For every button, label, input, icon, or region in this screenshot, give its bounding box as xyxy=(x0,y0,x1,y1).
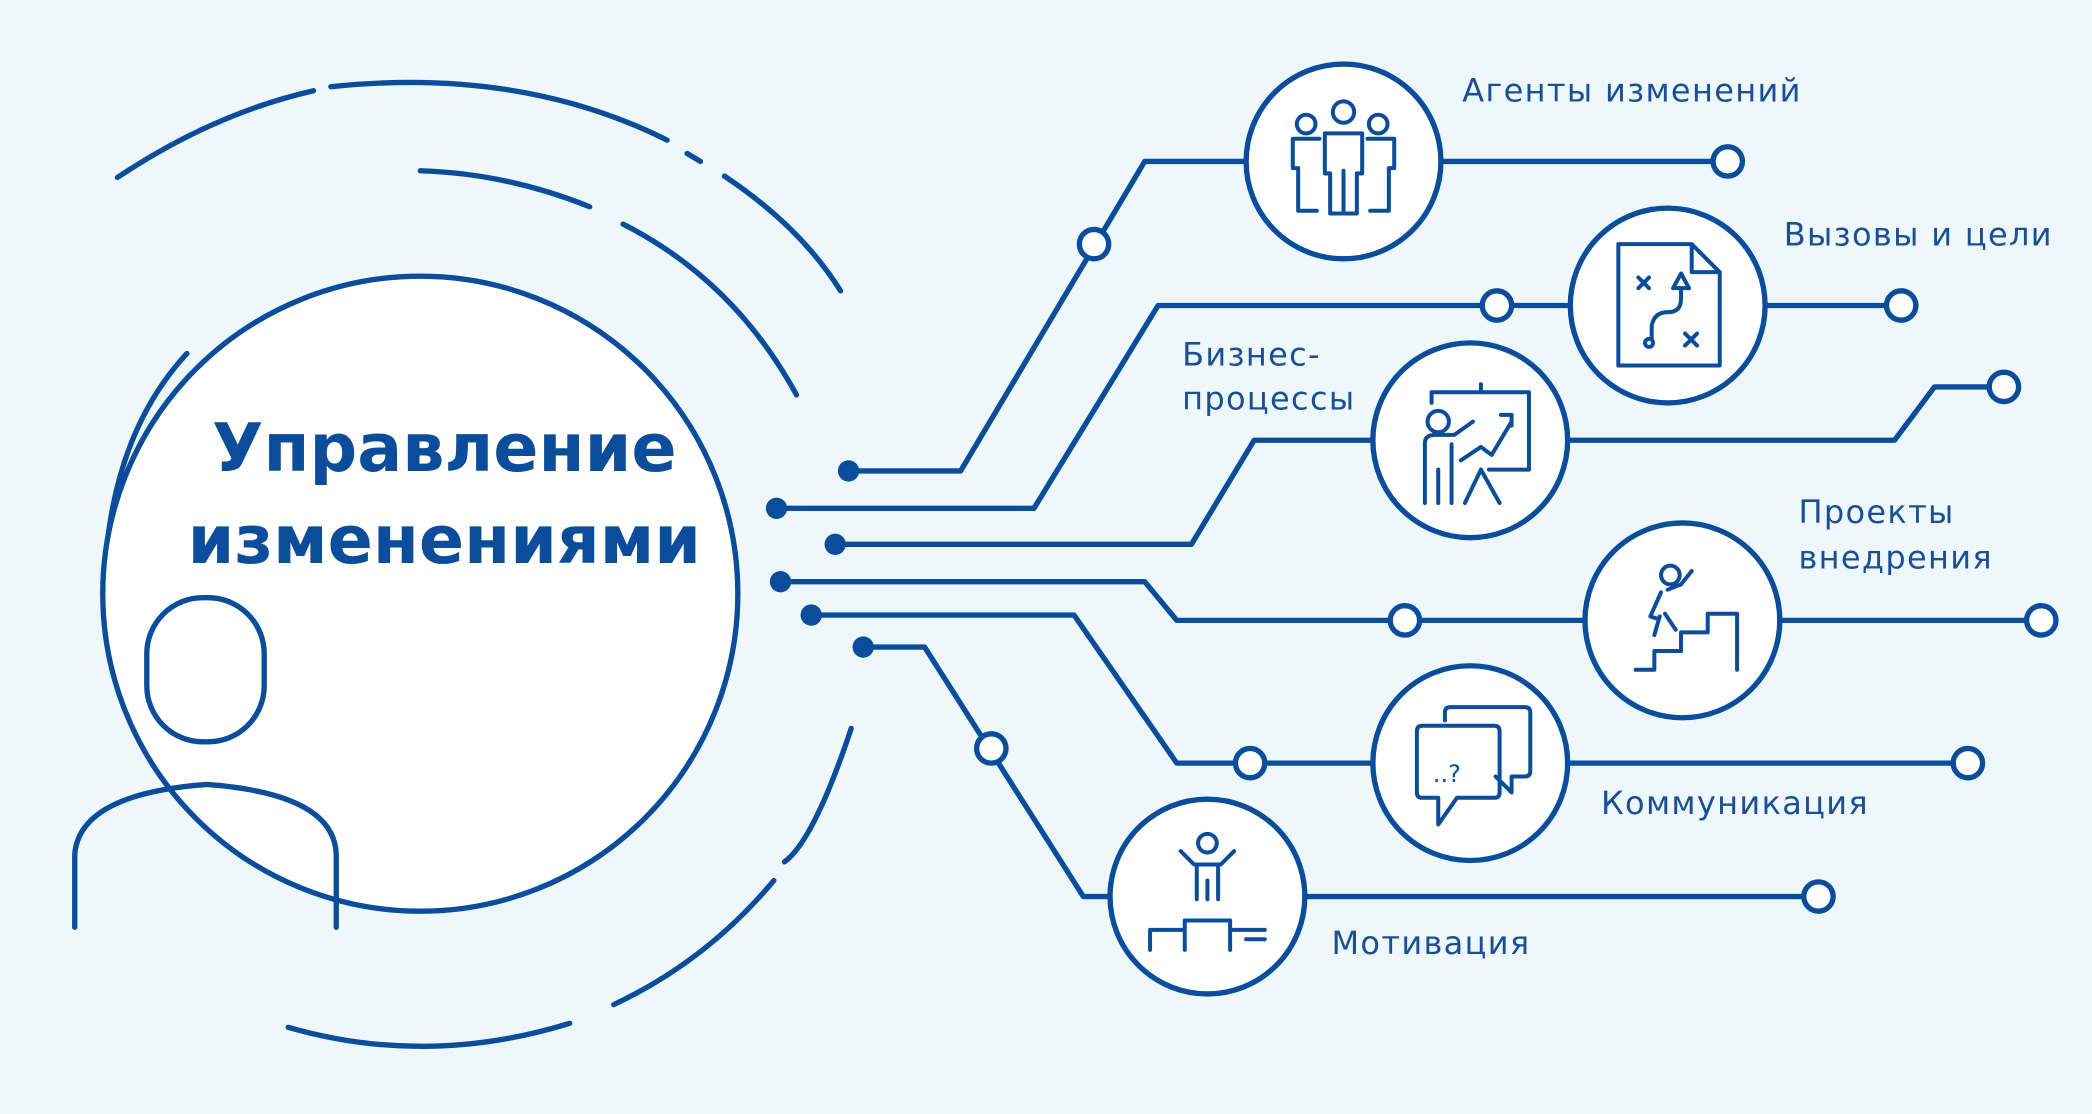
decorative-arcs xyxy=(101,79,854,1049)
node-label: Агенты изменений xyxy=(1462,71,1802,109)
node-projects[interactable]: Проекты внедрения xyxy=(1582,493,1993,721)
node-label: внедрения xyxy=(1798,538,1993,576)
chat-bubbles-icon: ..? xyxy=(1414,705,1533,827)
node-label: Бизнес- xyxy=(1182,336,1321,374)
connector-rings xyxy=(973,144,2059,914)
person-silhouette-icon xyxy=(72,595,339,930)
connector-start-dots xyxy=(765,460,874,658)
node-label: процессы xyxy=(1182,380,1355,418)
node-label: Проекты xyxy=(1798,493,1954,531)
node-agents[interactable]: Агенты изменений xyxy=(1243,61,1802,262)
svg-text:..?: ..? xyxy=(1433,760,1461,788)
node-label: Коммуникация xyxy=(1601,784,1869,822)
people-group-icon xyxy=(1290,99,1397,216)
node-label: Вызовы и цели xyxy=(1784,215,2053,253)
hub-circle xyxy=(100,273,741,914)
node-processes[interactable]: Бизнес- процессы xyxy=(1182,336,1571,541)
title-line-2: изменениями xyxy=(188,501,701,579)
title-line-1: Управление xyxy=(212,409,677,487)
presentation-growth-icon xyxy=(1422,382,1531,505)
strategy-plan-icon xyxy=(1616,242,1722,368)
node-communication[interactable]: ..? Коммуникация xyxy=(1370,663,1869,864)
climbing-stairs-icon xyxy=(1633,563,1740,672)
node-label: Мотивация xyxy=(1332,924,1531,962)
winner-podium-icon xyxy=(1148,831,1267,952)
node-challenges[interactable]: Вызовы и цели xyxy=(1567,205,2053,406)
node-motivation[interactable]: Мотивация xyxy=(1107,796,1531,997)
